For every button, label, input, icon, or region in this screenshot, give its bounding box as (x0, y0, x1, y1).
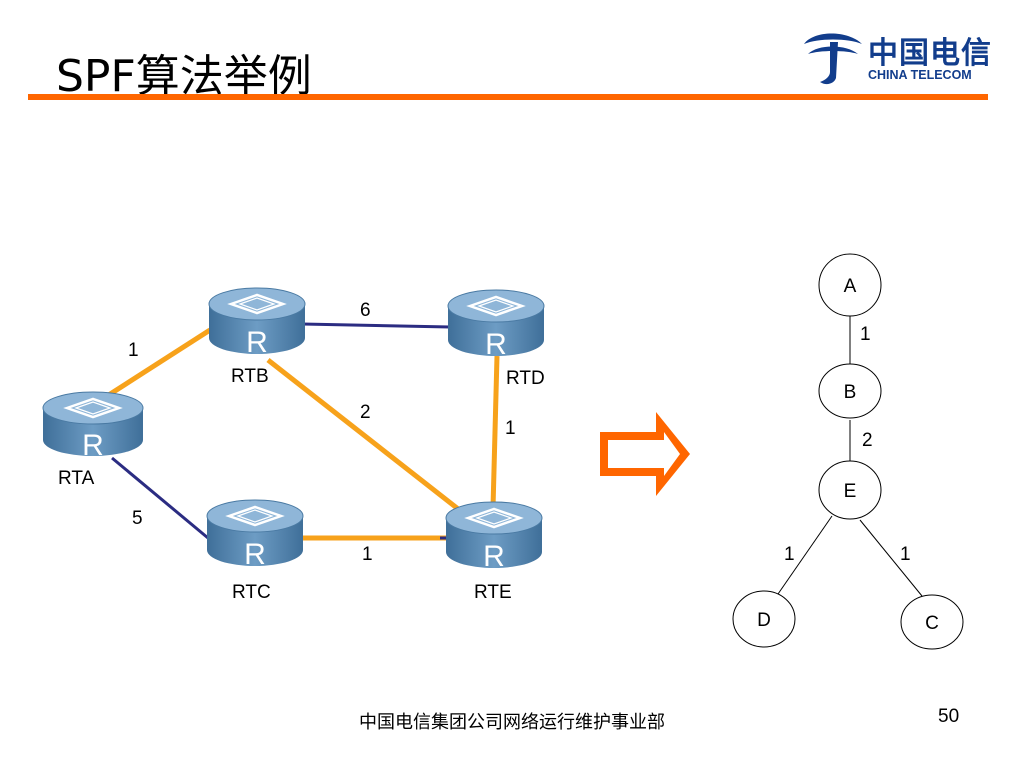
link-rtb-rte (266, 358, 464, 514)
router-label-rtc: RTC (232, 582, 271, 603)
tree-cost-e-d: 1 (784, 544, 795, 565)
link-costs: 1 5 6 2 1 1 (128, 300, 516, 565)
tree-node-label-a: A (844, 276, 857, 297)
router-rte: R (445, 501, 543, 573)
tree-cost-e-c: 1 (900, 544, 911, 565)
right-arrow-icon (600, 412, 690, 496)
tree-node-label-c: C (925, 613, 939, 634)
router-icon-letter: R (82, 429, 104, 462)
router-icon-letter: R (483, 540, 505, 573)
page-number: 50 (938, 706, 960, 727)
router-label-rtb: RTB (231, 366, 269, 387)
tree-node-a (818, 253, 882, 317)
tree-node-c (900, 594, 964, 650)
router-rta: R (42, 391, 144, 462)
tree-node-e (818, 460, 882, 520)
title-underline (28, 94, 988, 100)
cost-rtb-rte: 2 (360, 402, 371, 423)
router-rtc: R (206, 499, 304, 571)
cost-rtd-rte: 1 (505, 418, 516, 439)
tree-cost-a-b: 1 (860, 324, 871, 345)
tree-cost-b-e: 2 (862, 430, 873, 451)
link-rta-rtc (111, 456, 209, 540)
tree-node-d (732, 590, 796, 648)
router-icon-letter: R (246, 326, 268, 359)
tree-node-label-e: E (844, 481, 857, 502)
router-icon-letter: R (485, 328, 507, 361)
link-rtb-rtd (301, 322, 451, 329)
tree-node-b (818, 363, 882, 419)
logo-name-cn: 中国电信 (868, 36, 992, 71)
tree-edge-e-c (859, 519, 923, 597)
spf-tree: A B E D C 1 2 1 1 (732, 253, 964, 650)
router-labels: RTA RTB RTD RTC RTE (58, 366, 545, 603)
tree-node-label-d: D (757, 610, 771, 631)
router-label-rta: RTA (58, 468, 95, 489)
cost-rtc-rte: 1 (362, 544, 373, 565)
cost-rtb-rtd: 6 (360, 300, 371, 321)
router-rtb: R (208, 287, 306, 359)
slide-title: SPF算法举例 (56, 51, 312, 102)
cost-rta-rtb: 1 (128, 340, 139, 361)
logo-name-en: CHINA TELECOM (868, 68, 972, 82)
router-label-rte: RTE (474, 582, 512, 603)
china-telecom-logo: 中国电信 CHINA TELECOM (800, 28, 992, 88)
router-label-rtd: RTD (506, 368, 545, 389)
tree-node-label-b: B (844, 382, 857, 403)
router-icon-letter: R (244, 538, 266, 571)
telecom-emblem-icon (804, 33, 862, 85)
link-rta-rtb (102, 327, 212, 401)
cost-rta-rtc: 5 (132, 508, 143, 529)
router-rtd: R (447, 289, 545, 361)
tree-edge-e-d (777, 515, 833, 595)
network-links (102, 322, 500, 541)
link-rtd-rte (490, 355, 500, 509)
slide-footer: 中国电信集团公司网络运行维护事业部 (359, 712, 665, 733)
